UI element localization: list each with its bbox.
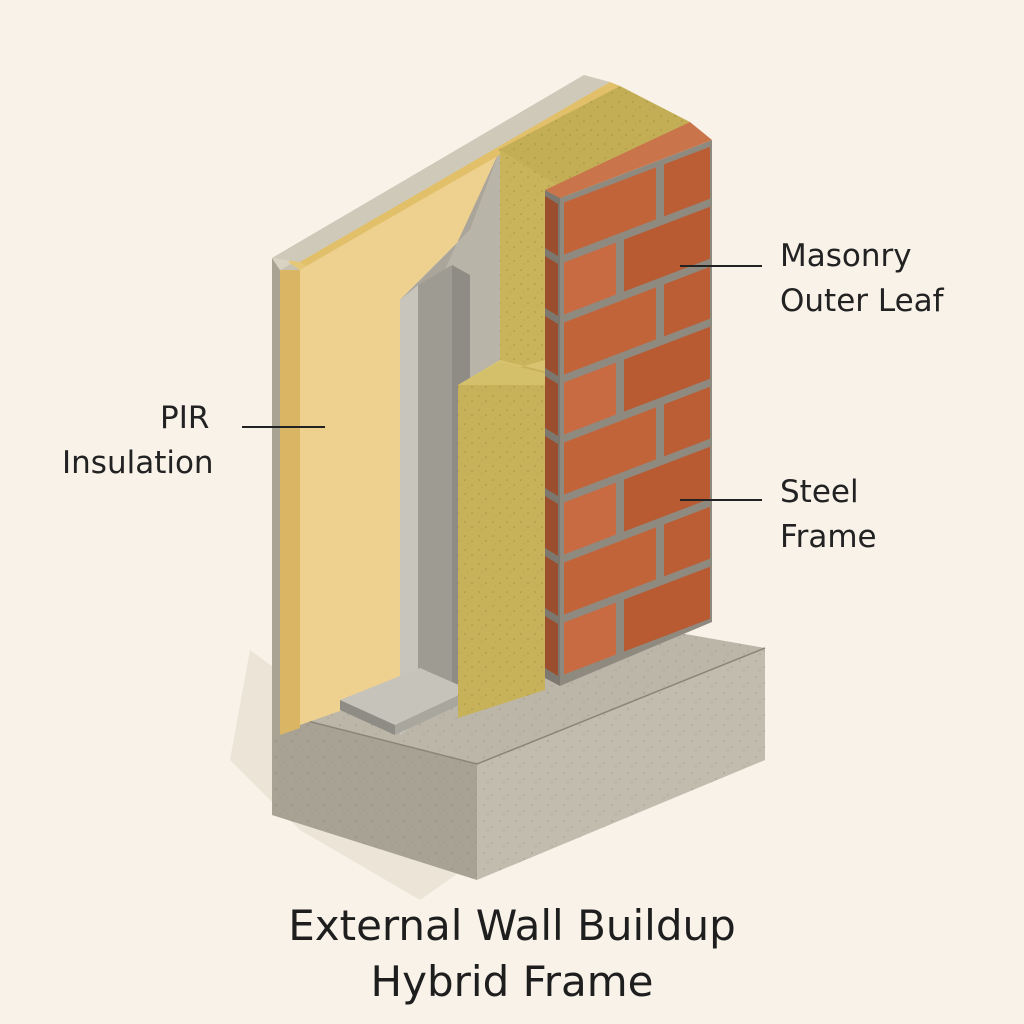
pir-edge <box>280 270 300 735</box>
label-pir-line2: Insulation <box>62 445 214 481</box>
brick-top-face <box>545 122 712 198</box>
brick <box>664 386 710 457</box>
title-line2: Hybrid Frame <box>370 957 654 1006</box>
steel-stud-flange <box>400 285 418 735</box>
label-steel-line1: Steel <box>780 474 859 510</box>
brick <box>564 287 656 375</box>
brick-end <box>545 556 558 616</box>
mineral-wool-lower <box>458 360 560 718</box>
label-masonry-outer-leaf: Masonry Outer Leaf <box>780 234 944 324</box>
brick <box>624 446 710 532</box>
label-steel-frame: Steel Frame <box>780 470 877 560</box>
label-masonry-line1: Masonry <box>780 238 912 274</box>
brick <box>564 602 616 675</box>
masonry-outer-leaf <box>545 122 712 686</box>
brick-end <box>545 256 558 316</box>
label-pir-line1: PIR <box>160 400 210 436</box>
steel-stud-web <box>418 265 452 722</box>
label-steel-line2: Frame <box>780 519 877 555</box>
brick-end <box>545 616 558 676</box>
brick-end <box>545 436 558 496</box>
brick <box>564 407 656 495</box>
title-line1: External Wall Buildup <box>288 901 736 950</box>
brick-end <box>545 496 558 556</box>
brick <box>624 566 710 652</box>
brick <box>564 167 656 255</box>
brick <box>564 482 616 555</box>
label-masonry-line2: Outer Leaf <box>780 283 944 319</box>
brick-courses <box>545 146 710 676</box>
steel-base-plate <box>340 668 470 725</box>
brick <box>564 527 656 615</box>
label-pir-insulation: PIR Insulation <box>62 396 214 486</box>
diagram-title: External Wall Buildup Hybrid Frame <box>0 898 1024 1010</box>
brick <box>664 146 710 217</box>
brick <box>564 242 616 315</box>
brick <box>564 362 616 435</box>
brick <box>624 326 710 412</box>
brick-end <box>545 196 558 256</box>
wall-top-cap <box>272 75 690 266</box>
brick <box>624 206 710 292</box>
brick <box>664 266 710 337</box>
brick-end <box>545 376 558 436</box>
brick <box>664 506 710 577</box>
brick-end <box>545 316 558 376</box>
